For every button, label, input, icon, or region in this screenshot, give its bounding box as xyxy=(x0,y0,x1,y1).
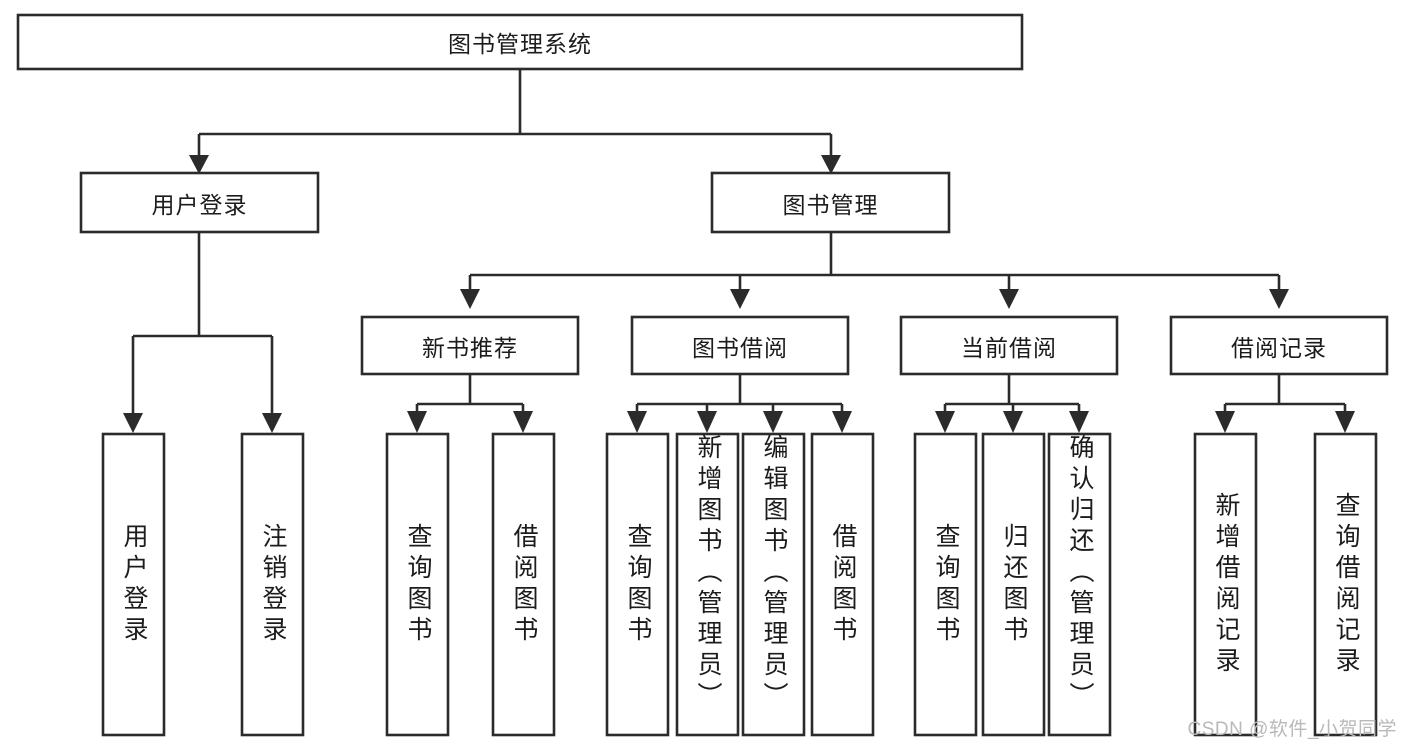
node-box-leaf-query-book-3[interactable] xyxy=(913,432,978,737)
node-box-leaf-query-record[interactable] xyxy=(1313,432,1378,737)
arrowhead-leaf-return-book xyxy=(1003,411,1023,433)
arrowhead-new-book-rec xyxy=(460,289,480,309)
arrowhead-book-manage xyxy=(821,155,841,174)
node-box-leaf-query-book-1[interactable] xyxy=(385,432,450,737)
arrowhead-user-login xyxy=(189,155,209,174)
node-box-leaf-user-login[interactable] xyxy=(101,432,166,737)
nodes xyxy=(16,13,1389,737)
node-box-leaf-borrow-book-1[interactable] xyxy=(491,432,556,737)
node-box-leaf-edit-book[interactable] xyxy=(741,432,806,737)
node-box-leaf-add-record[interactable] xyxy=(1193,432,1258,737)
node-box-book-manage[interactable] xyxy=(710,171,951,234)
node-box-leaf-confirm-return[interactable] xyxy=(1047,432,1112,737)
node-box-new-book-rec[interactable] xyxy=(360,315,580,376)
arrowhead-leaf-user-login xyxy=(123,413,143,433)
arrowhead-current-borrow xyxy=(999,289,1019,309)
node-box-leaf-add-book[interactable] xyxy=(675,432,740,737)
arrowhead-leaf-query-book-1 xyxy=(407,411,427,433)
arrowhead-leaf-confirm-return xyxy=(1069,411,1089,433)
node-box-borrow-record[interactable] xyxy=(1169,315,1389,376)
arrowhead-leaf-borrow-book-2 xyxy=(832,411,852,433)
arrowhead-borrow-record xyxy=(1269,289,1289,309)
arrowhead-leaf-query-record xyxy=(1335,411,1355,433)
arrowhead-leaf-borrow-book-1 xyxy=(513,411,533,433)
arrowhead-book-borrow xyxy=(730,289,750,309)
node-box-user-login[interactable] xyxy=(79,171,320,234)
arrowhead-leaf-edit-book xyxy=(763,411,783,433)
node-box-leaf-borrow-book-2[interactable] xyxy=(810,432,875,737)
node-box-leaf-logout[interactable] xyxy=(240,432,305,737)
arrowhead-leaf-query-book-2 xyxy=(627,411,647,433)
node-box-leaf-query-book-2[interactable] xyxy=(605,432,670,737)
arrowhead-leaf-add-record xyxy=(1215,411,1235,433)
arrowhead-leaf-logout xyxy=(262,413,282,433)
node-box-leaf-return-book[interactable] xyxy=(981,432,1046,737)
node-box-current-borrow[interactable] xyxy=(899,315,1119,376)
csdn-watermark: CSDN @软件_小贺同学 xyxy=(1187,719,1397,740)
node-box-book-borrow[interactable] xyxy=(630,315,850,376)
arrowhead-leaf-query-book-3 xyxy=(935,411,955,433)
node-box-root[interactable] xyxy=(16,13,1024,71)
arrowhead-leaf-add-book xyxy=(697,411,717,433)
connectors xyxy=(123,69,1355,433)
